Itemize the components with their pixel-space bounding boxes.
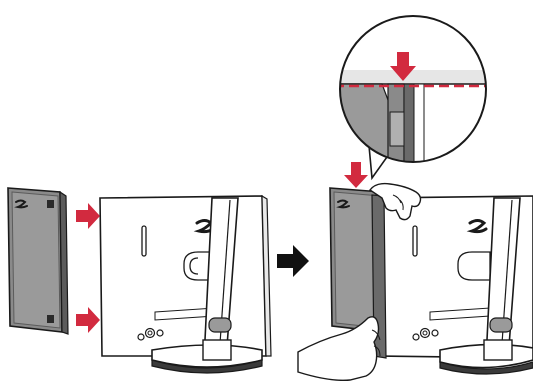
push-arrow-icon: [76, 307, 100, 333]
down-arrow-icon: [344, 162, 368, 188]
step-two-illustration: [298, 16, 533, 380]
step-one-illustration: [8, 188, 271, 373]
monitor-back-left: [100, 196, 271, 356]
shield-panel-left: [8, 188, 68, 334]
magnifier-callout-icon: [330, 16, 500, 178]
push-arrow-icon: [76, 203, 100, 229]
next-step-arrow-icon: [277, 245, 309, 277]
